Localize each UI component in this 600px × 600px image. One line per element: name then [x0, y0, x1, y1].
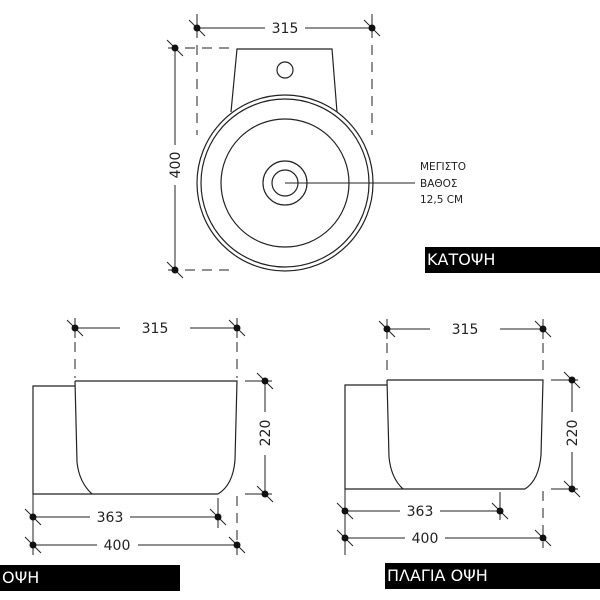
front-height-value: 220: [258, 420, 274, 447]
plan-width-dimension: 315: [188, 14, 381, 135]
plan-depth-dimension: 400: [166, 39, 232, 279]
front-outer-width-value: 400: [104, 538, 131, 554]
tap-hole: [276, 61, 294, 79]
plan-depth-value: 400: [168, 152, 184, 179]
side-outer-width-value: 400: [412, 531, 439, 547]
side-view-label: ΠΛΑΓΙΑ ΟΨΗ: [385, 563, 600, 589]
side-inner-width-value: 363: [407, 504, 434, 520]
front-view-label: ΟΨΗ: [0, 565, 180, 591]
plan-view-label: ΚΑΤΟΨΗ: [425, 247, 600, 273]
side-basin-outline: [344, 379, 544, 490]
front-top-value: 315: [142, 321, 169, 337]
side-top-value: 315: [452, 322, 479, 338]
depth-note-line-2: ΒΑΘΟΣ: [420, 178, 458, 190]
side-view: 315 220 363 400: [336, 319, 581, 555]
front-view: 315 220 363 400: [24, 318, 274, 555]
plan-width-value: 315: [272, 21, 299, 37]
side-height-value: 220: [565, 420, 581, 447]
basin-plan-outline: [196, 48, 415, 272]
depth-note-line-3: 12,5 CM: [420, 194, 463, 206]
plan-view: 315 400 ΜΕΓΙΣΤΟ ΒΑΘΟΣ 12,5 CM: [166, 14, 466, 279]
front-basin-outline: [32, 380, 238, 495]
depth-note-line-1: ΜΕΓΙΣΤΟ: [420, 161, 466, 173]
front-inner-width-value: 363: [97, 510, 124, 526]
